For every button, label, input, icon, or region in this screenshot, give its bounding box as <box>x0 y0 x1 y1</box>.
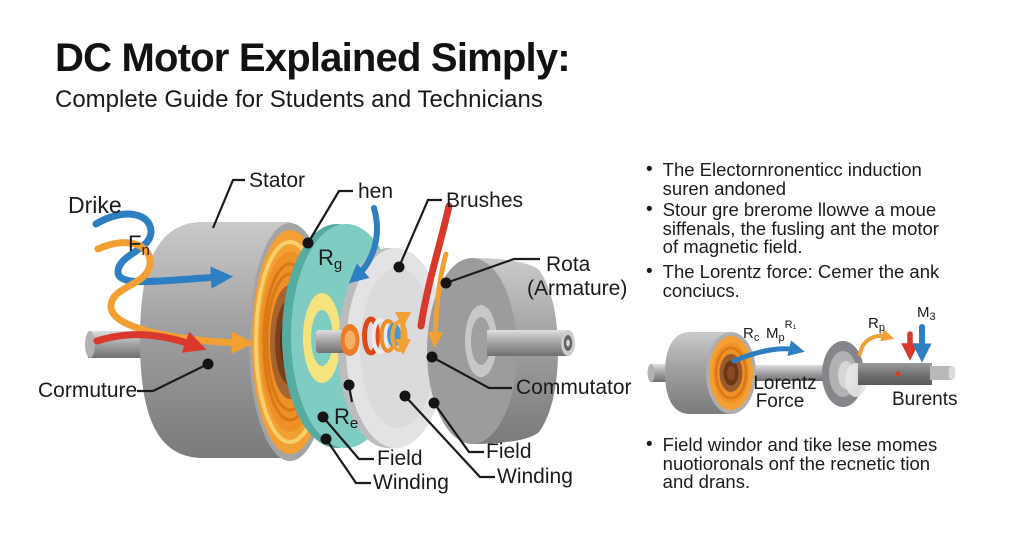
mini-label-mp: MpR₁ <box>766 319 797 344</box>
mini-label-lorentz-1: Lorentz <box>753 373 816 394</box>
mini-blue-arrow <box>731 340 805 364</box>
page-subtitle: Complete Guide for Students and Technici… <box>55 86 543 113</box>
page-title: DC Motor Explained Simply: <box>55 36 571 80</box>
mini-label-rp: Rp <box>868 315 885 334</box>
red-brush-arrow <box>417 202 453 330</box>
mini-orange-arrow <box>858 329 895 356</box>
mini-label-rc: Rc <box>743 325 760 344</box>
label-field-winding-left-1: Field <box>377 447 423 470</box>
leader-dots <box>202 237 452 445</box>
mini-label-ms: M3 <box>917 304 936 323</box>
label-cormuture: Cormuture <box>38 379 137 402</box>
red-flow-arrow <box>93 331 207 353</box>
label-rg: Rg <box>318 245 342 273</box>
rotor-cylinder <box>427 258 575 444</box>
label-stator: Stator <box>249 169 305 192</box>
blue-flow-arrow <box>92 210 234 289</box>
blue-rg-arrow <box>348 205 380 284</box>
label-commutator: Commutator <box>516 376 632 399</box>
header: DC Motor Explained Simply: Complete Guid… <box>55 34 571 114</box>
orange-commutator-arrow <box>427 251 449 348</box>
label-field-winding-left-2: Winding <box>373 471 449 494</box>
label-fn: Fn <box>128 231 150 259</box>
mini-motor-diagram: Rc MpR₁ Lorentz Force Rp M3 Burents <box>647 304 957 414</box>
label-drike: Drike <box>68 192 122 218</box>
label-rota: Rota <box>546 253 591 276</box>
label-field-winding-right-1: Field <box>486 440 532 463</box>
label-hen: hen <box>358 180 393 203</box>
flow-arrows <box>92 202 453 355</box>
label-armature: (Armature) <box>527 277 627 300</box>
mini-label-burents: Burents <box>892 389 957 410</box>
leader-lines <box>137 178 540 485</box>
center-shaft-hub <box>316 324 360 356</box>
label-field-winding-right-2: Winding <box>497 465 573 488</box>
mini-label-lorentz-2: Force <box>756 391 805 412</box>
label-re: Re <box>334 404 358 432</box>
label-brushes: Brushes <box>446 189 523 212</box>
